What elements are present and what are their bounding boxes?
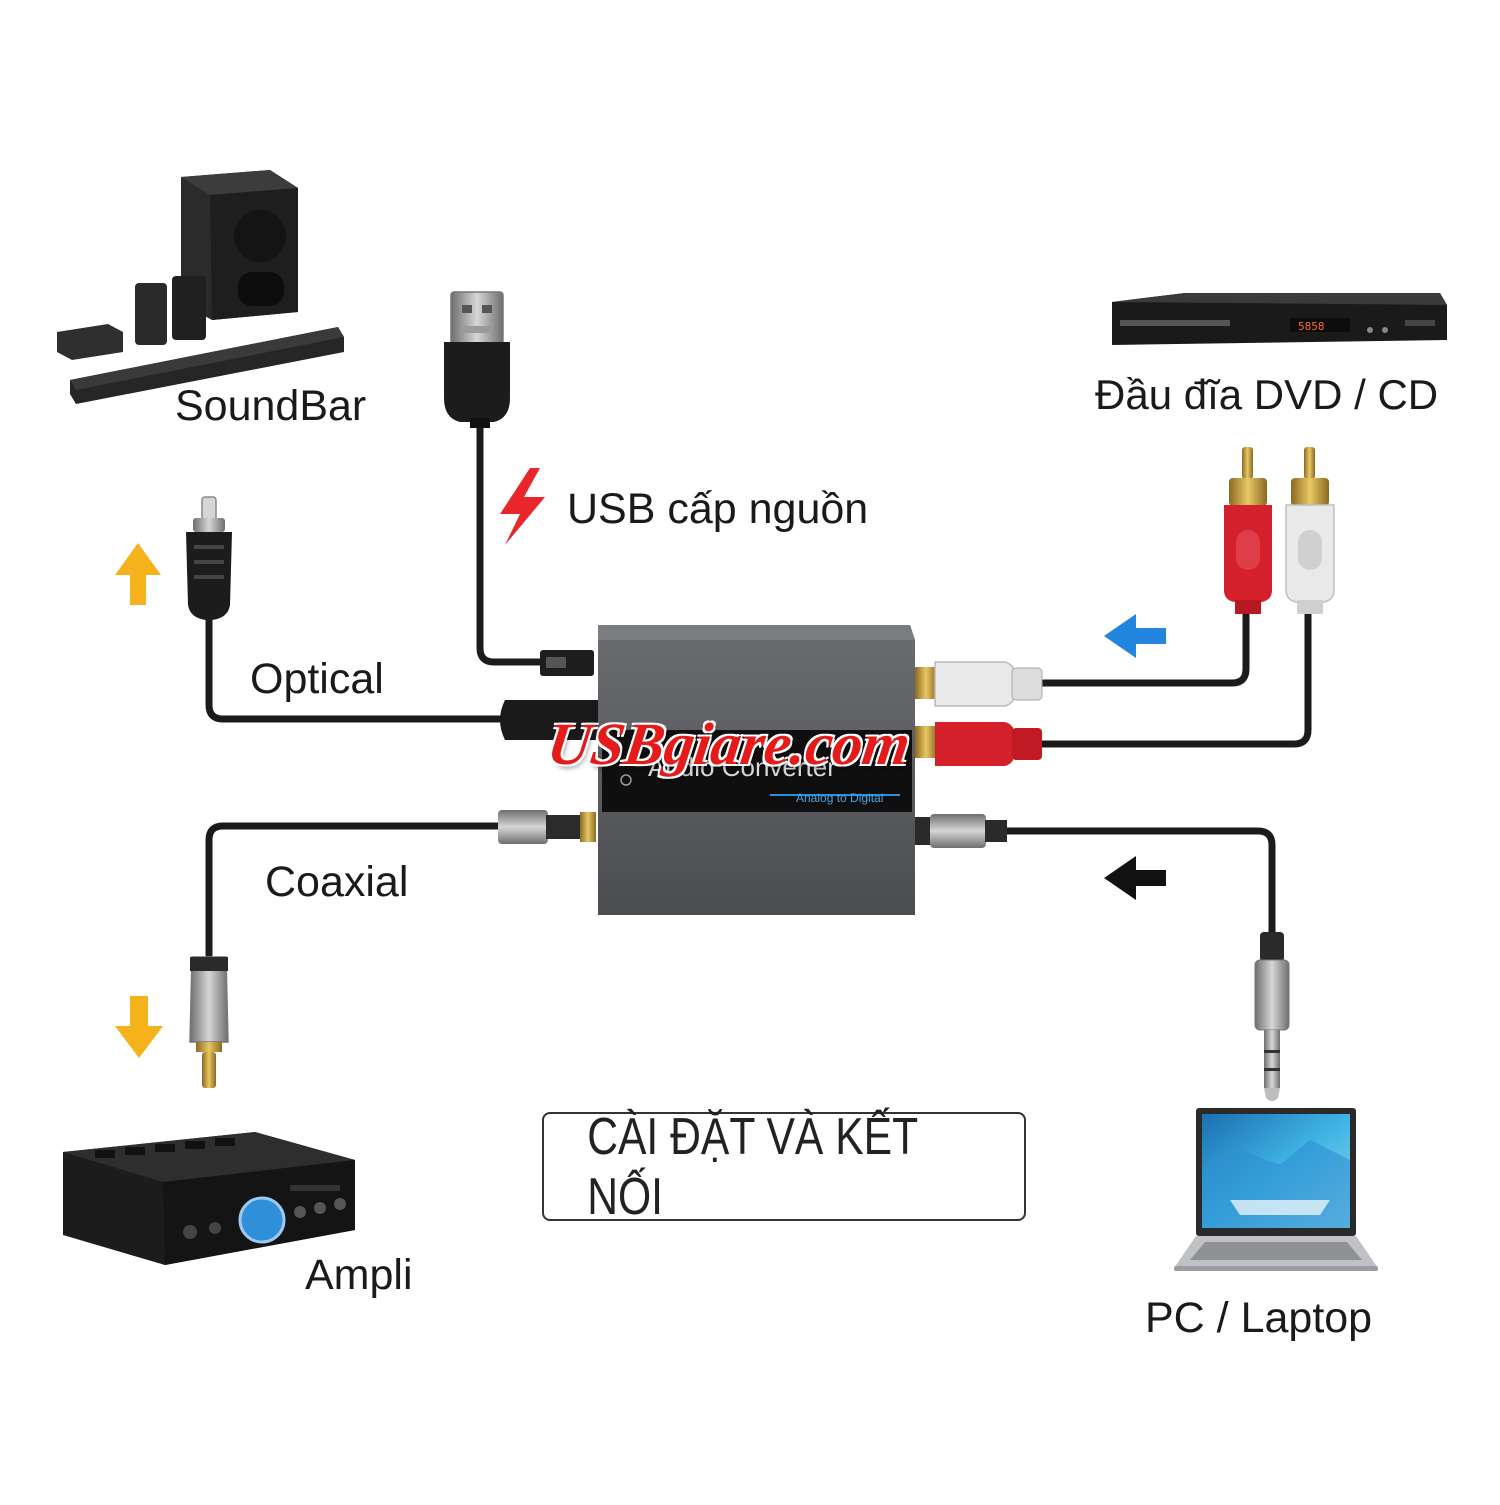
rca-plug-icon <box>1224 447 1335 614</box>
coaxial-label: Coaxial <box>265 858 409 906</box>
device-name: Audio Converter <box>648 752 836 782</box>
dvd-player-icon: 5858 <box>1112 293 1447 345</box>
audio-converter-device: Audio Converter Analog to Digital <box>498 625 1043 915</box>
coaxial-plug-icon <box>189 956 229 1088</box>
lightning-icon <box>500 468 545 545</box>
optical-cable <box>205 611 509 723</box>
arrow-left-icon <box>1104 856 1166 900</box>
setup-title-box: CÀI ĐẶT VÀ KẾT NỐI <box>542 1108 1026 1226</box>
soundbar-label: SoundBar <box>175 382 367 430</box>
svg-text:5858: 5858 <box>1298 320 1325 333</box>
arrow-left-icon <box>1104 614 1166 658</box>
arrow-down-icon <box>115 996 163 1058</box>
rca-white-cable <box>1036 608 1250 687</box>
ampli-label: Ampli <box>305 1251 413 1299</box>
laptop-icon <box>1174 1108 1378 1271</box>
aux-jack-icon <box>1254 932 1290 1101</box>
arrow-up-icon <box>115 543 161 605</box>
optical-plug-icon <box>186 496 232 620</box>
device-subtitle: Analog to Digital <box>796 791 883 805</box>
pc-laptop-label: PC / Laptop <box>1145 1294 1373 1342</box>
usb-power-label: USB cấp nguồn <box>567 485 869 533</box>
aux-cable <box>1001 827 1276 939</box>
cables <box>205 416 1312 959</box>
optical-label: Optical <box>250 655 384 703</box>
dvd-label: Đầu đĩa DVD / CD <box>1095 371 1439 418</box>
rca-red-cable <box>1036 608 1312 748</box>
coaxial-cable <box>205 822 504 959</box>
setup-title: CÀI ĐẶT VÀ KẾT NỐI <box>587 1107 918 1226</box>
soundbar-icon <box>57 170 344 404</box>
watermark-logo: USBgiare.com <box>543 711 915 777</box>
amplifier-icon <box>63 1132 355 1265</box>
usb-cable <box>476 416 544 666</box>
usb-plug-icon <box>444 291 510 428</box>
